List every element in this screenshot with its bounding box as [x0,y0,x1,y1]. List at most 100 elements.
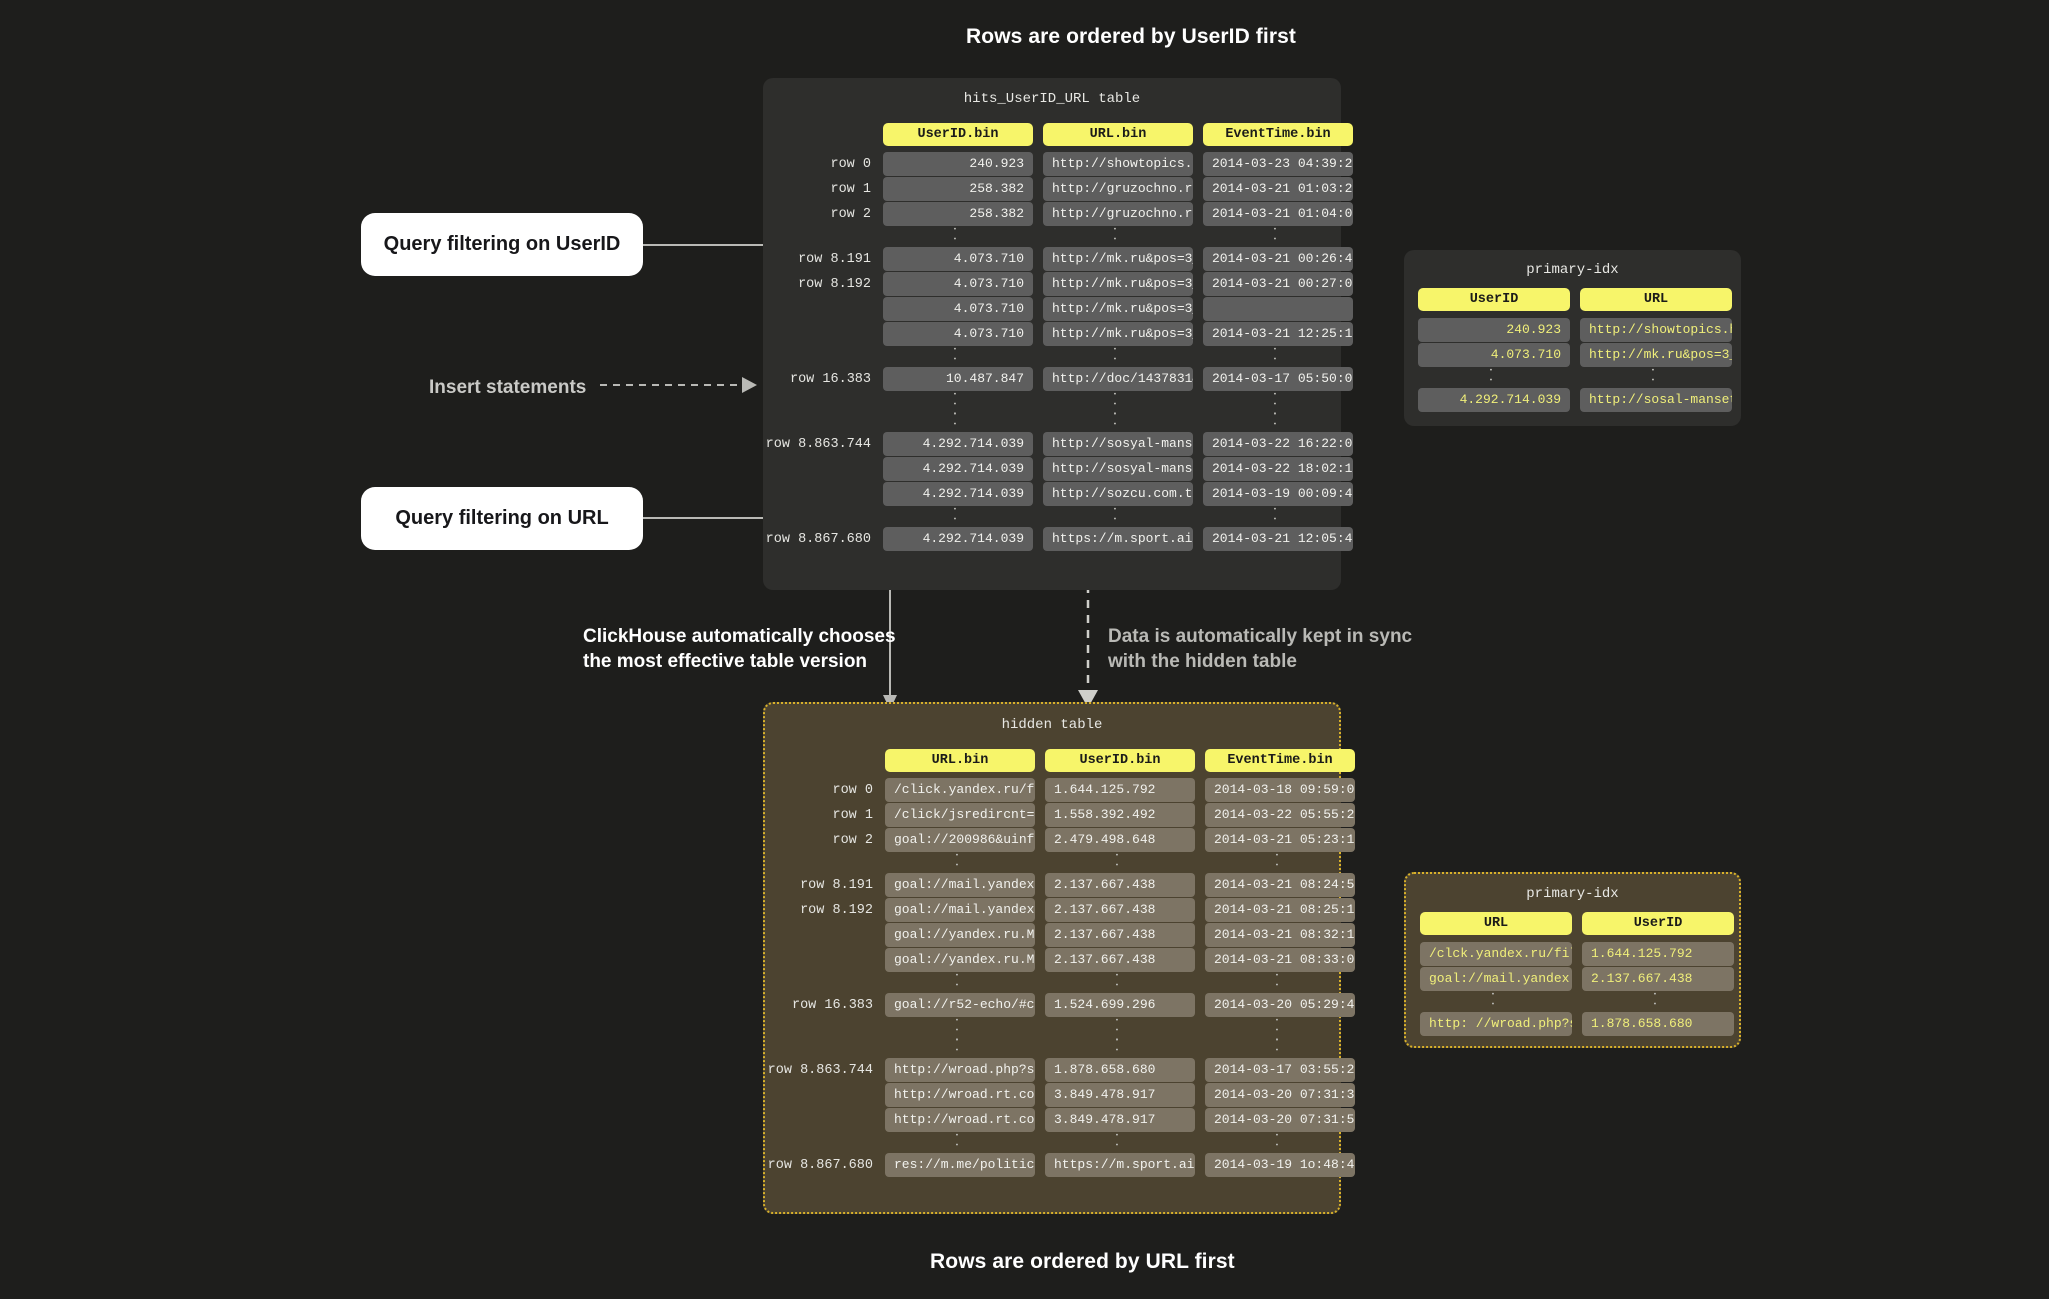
index-column-header: UserID [1418,288,1570,311]
index-column-header: URL [1420,912,1572,935]
hidden-table-title: hidden table [1001,717,1103,733]
table-cell: /click.yandex.ru/file.co ... [885,778,1035,802]
index-cell: 240.923 [1418,318,1570,342]
table-cell: 2014-03-22 05:55:22 [1205,803,1355,827]
table-cell: /click/jsredircnt=1395412... [885,803,1035,827]
index-cell: http://mk.ru&pos=3_0 [1580,343,1732,367]
row-label: row 0 [830,156,871,172]
table-cell: 1.524.699.296 [1045,993,1195,1017]
table-cell: 2.137.667.438 [1045,948,1195,972]
label-data-kept-in-sync: Data is automatically kept in sync with … [1108,626,1413,672]
table-row: 4.292.714.039 http://sosyal-mansetleri...… [763,457,1363,481]
table-cell: 4.292.714.039 [883,527,1033,551]
table-row: row 8.192goal://mail.yandex.ru/Ma...2.13… [765,898,1365,922]
table-cell: 258.382 [883,177,1033,201]
row-label: row 0 [832,782,873,798]
table-cell: 2014-03-22 18:02:12 [1203,457,1353,481]
table-row: row 2goal://200986&uinfo=wn-1...2.479.49… [765,828,1365,852]
table-row: row 1/click/jsredircnt=1395412...1.558.3… [765,803,1365,827]
table-cell: 2014-03-18 09:59:01 [1205,778,1355,802]
index-row: goal://mail.yandex.ru/Ma... 2.137.667.438 [1420,967,1744,991]
table-cell: http://mk.ru&pos=3_0 [1043,297,1193,321]
table-cell: http://sosyal-mansetleri... [1043,457,1193,481]
index-cell: 4.292.714.039 [1418,388,1570,412]
table-cell: goal://mail.yandex.ru/Ma... [885,873,1035,897]
table-row: row 16.38310.487.847http://doc/1437831&i… [763,367,1363,391]
table-cell: 2014-03-21 05:23:19 [1205,828,1355,852]
callout-query-filtering-url[interactable]: Query filtering on URL [361,487,643,550]
table-cell: 2014-03-19 00:09:42 [1203,482,1353,506]
table-cell: 4.073.710 [883,247,1033,271]
table-row: goal://yandex.ru.Ma...2.137.667.4382014-… [765,923,1365,947]
index-row: 4.292.714.039http://sosal-mansetleri... [1418,388,1742,412]
table-cell: goal://r52-echo/#compose... [885,993,1035,1017]
table-cell: 4.292.714.039 [883,432,1033,456]
column-header: URL.bin [1043,122,1193,146]
table-cell: 2014-03-21 08:32:15 [1205,923,1355,947]
index-row: 240.923http://showtopics.html%3... [1418,318,1742,342]
table-cell [1203,297,1353,321]
row-label: row 8.863.744 [767,1062,873,1078]
index-column-header: UserID [1582,912,1734,935]
table-row: goal://yandex.ru.Ma... 2.137.667.438 2014-… [765,948,1365,972]
row-label: row 8.192 [800,902,873,918]
column-header: EventTime.bin [1205,748,1355,772]
table-cell: 2.137.667.438 [1045,873,1195,897]
table-cell: 3.849.478.917 [1045,1083,1195,1107]
table-cell: 2014-03-17 05:50:01 [1203,367,1353,391]
table-cell: 2014-03-20 07:31:39 [1205,1083,1355,1107]
index-cell: 4.073.710 [1418,343,1570,367]
table-cell: 258.382 [883,202,1033,226]
table-row: row 16.383goal://r52-echo/#compose...1.5… [765,993,1365,1017]
table-cell: 4.073.710 [883,322,1033,346]
table-cell: http://showtopics.html%3... [1043,152,1193,176]
table-cell: 4.292.714.039 [883,457,1033,481]
index-row: 4.073.710 http://mk.ru&pos=3_0 [1418,343,1742,367]
callout-query-filtering-userid[interactable]: Query filtering on UserID [361,213,643,276]
table-cell: 2014-03-21 08:33:02 [1205,948,1355,972]
table-cell: http://mk.ru&pos=3_0 [1043,272,1193,296]
index-row: /clck.yandex.ru/file.com...1.644.125.792 [1420,942,1744,966]
table-cell: goal://yandex.ru.Ma... [885,948,1035,972]
table-cell: http://wroad.rt.com/tr/... [885,1108,1035,1132]
table-cell: 2014-03-20 05:29:42 [1205,993,1355,1017]
index-cell: 1.644.125.792 [1582,942,1734,966]
table-row: row 0240.923http://showtopics.html%3...2… [763,152,1363,176]
row-label: row 2 [832,832,873,848]
table-cell: 2014-03-22 16:22:00 [1203,432,1353,456]
index-cell: goal://mail.yandex.ru/Ma... [1420,967,1572,991]
table-row: 4.292.714.039http://sozcu.com.tr/oaut201… [763,482,1363,506]
title-top: Rows are ordered by UserID first [966,25,1296,48]
row-label: row 8.867.680 [767,1157,873,1173]
label-clickhouse-chooses: ClickHouse automatically chooses the mos… [583,626,896,672]
table-cell: goal://200986&uinfo=wn-1... [885,828,1035,852]
index-cell: 1.878.658.680 [1582,1012,1734,1036]
table-cell: http://gruzochno.ru/ekat... [1043,202,1193,226]
table-row: http://wroad.rt.com/tr/...3.849.478.9172… [765,1108,1365,1132]
table-row: http://wroad.rt.com/tr/...3.849.478.9172… [765,1083,1365,1107]
table-cell: 2.137.667.438 [1045,898,1195,922]
table-cell: 3.849.478.917 [1045,1108,1195,1132]
table-cell: 2014-03-21 01:04:08 [1203,202,1353,226]
index-cell: 2.137.667.438 [1582,967,1734,991]
column-header: EventTime.bin [1203,122,1353,146]
table-cell: 2014-03-21 00:26:41 [1203,247,1353,271]
table-cell: 2014-03-23 04:39:21 [1203,152,1353,176]
table-row: row 0/click.yandex.ru/file.co ...1.644.1… [765,778,1365,802]
table-cell: 10.487.847 [883,367,1033,391]
table-cell: 1.878.658.680 [1045,1058,1195,1082]
main-primary-index-title: primary-idx [1526,262,1619,278]
table-cell: http://gruzochno.ru/ekat... [1043,177,1193,201]
table-cell: res://m.me/politic/stati... [885,1153,1035,1177]
table-row: row 8.191goal://mail.yandex.ru/Ma...2.13… [765,873,1365,897]
